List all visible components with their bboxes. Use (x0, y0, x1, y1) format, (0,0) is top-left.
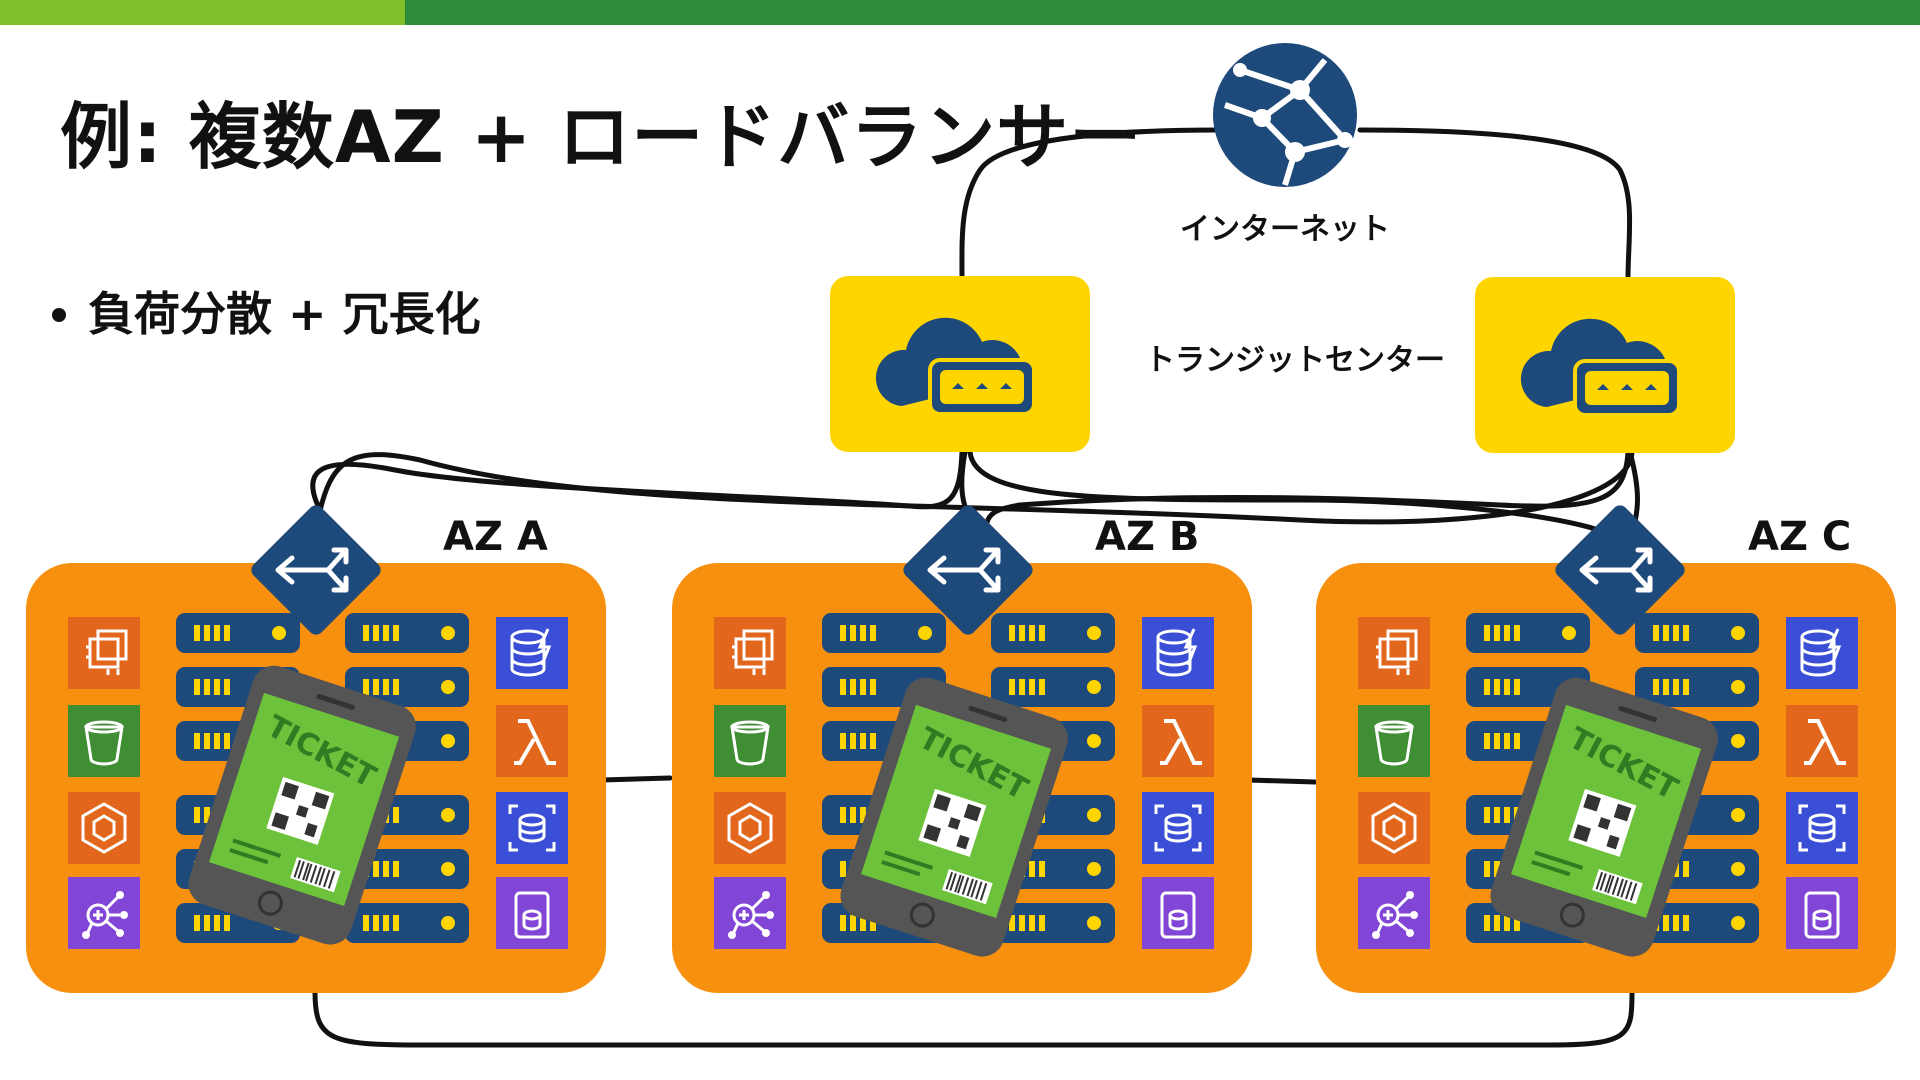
transit-center-label: トランジットセンター (1145, 343, 1445, 378)
transit-gateway-right (1473, 275, 1737, 455)
az-c-label: AZ C (1748, 514, 1852, 560)
az-a-label: AZ A (443, 514, 548, 560)
bullet-text: 負荷分散 + 冗長化 (88, 287, 481, 341)
globe-network-icon (1213, 43, 1357, 187)
bullet-item: 負荷分散 + 冗長化 (52, 278, 481, 344)
az-zone-a (26, 563, 606, 993)
az-zone-c (1316, 563, 1896, 993)
top-accent-bar-dark (405, 0, 1920, 25)
bullet-dot (52, 307, 66, 322)
slide-title: 例: 複数AZ + ロードバランサー (60, 95, 1143, 179)
az-zone-b (672, 563, 1252, 993)
az-b-label: AZ B (1095, 514, 1200, 560)
top-accent-bar-light (0, 0, 405, 25)
transit-gateway-left (828, 274, 1092, 454)
internet-label: インターネット (1180, 212, 1390, 247)
